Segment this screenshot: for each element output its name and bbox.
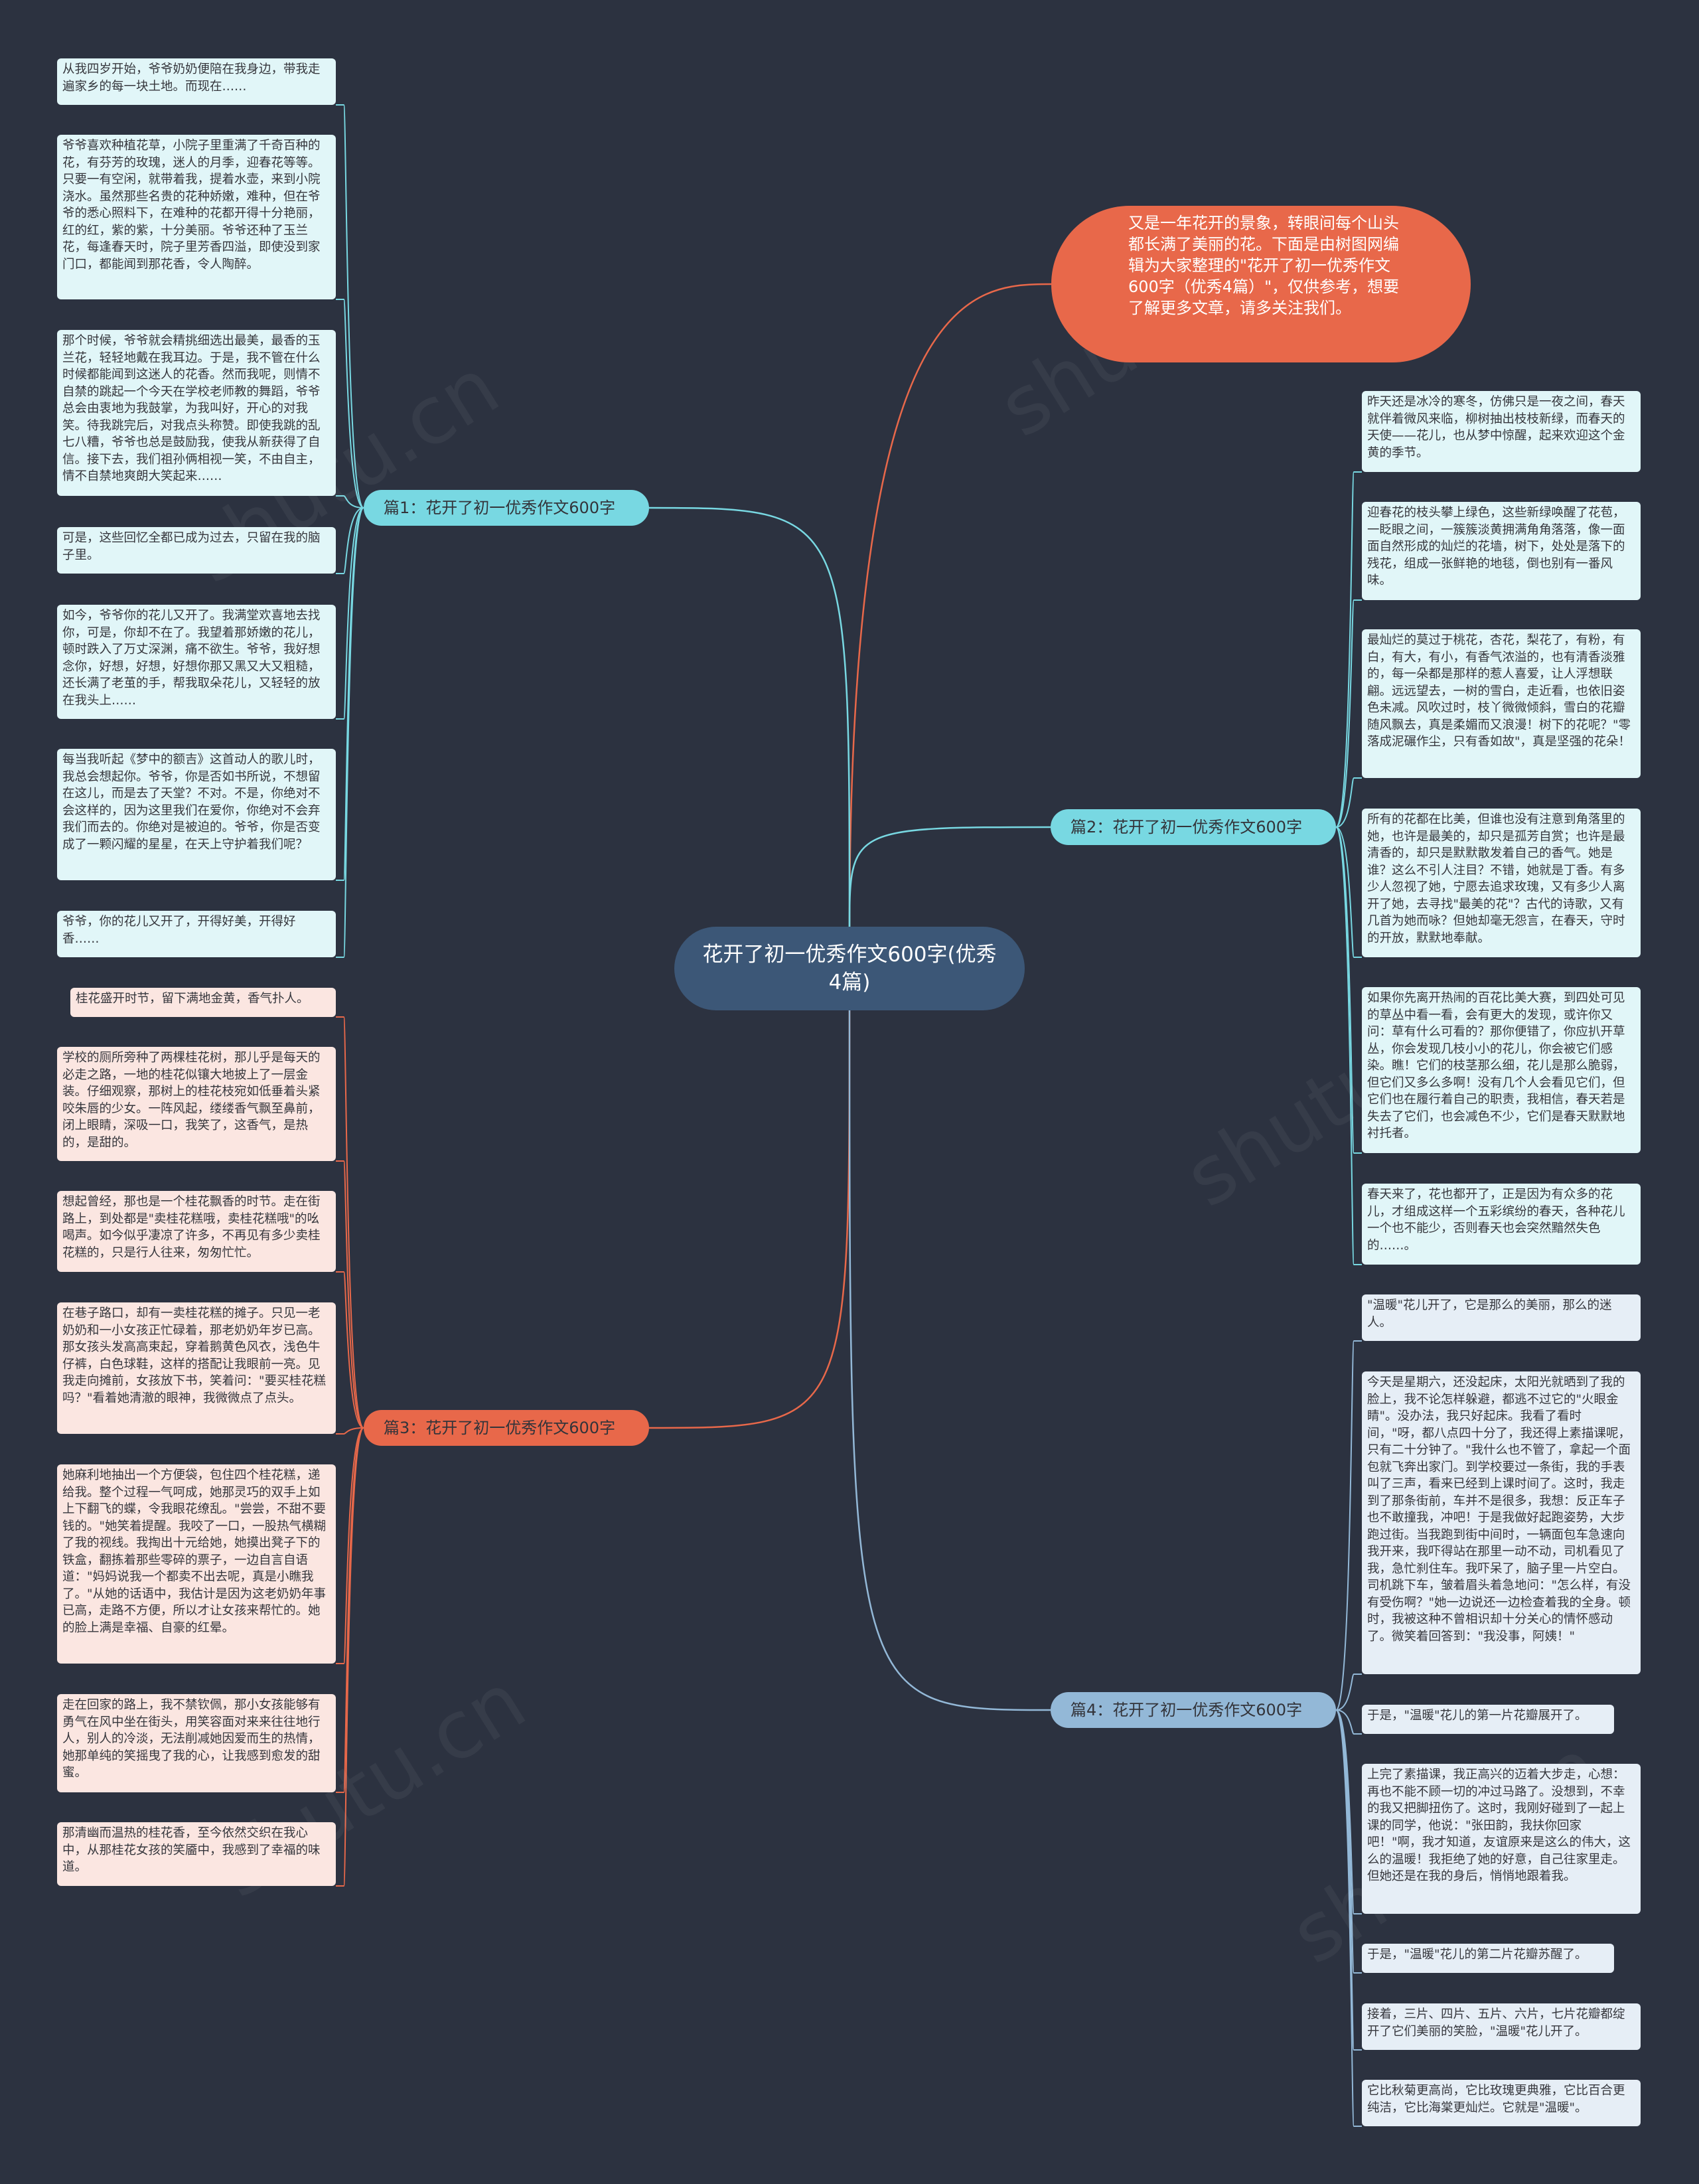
leaf-link bbox=[336, 1427, 364, 1887]
leaf-link bbox=[1335, 1709, 1362, 1914]
leaf-text[interactable]: 每当我听起《梦中的额吉》这首动人的歌儿时，我总会想起你。爷爷，你是否如书所说，不… bbox=[57, 749, 336, 880]
leaf-text[interactable]: 迎春花的枝头攀上绿色，这些新绿唤醒了花苞，一眨眼之间，一簇簇淡黄拥满角角落落，像… bbox=[1362, 502, 1641, 600]
leaf-text[interactable]: 于是，"温暖"花儿的第一片花瓣展开了。 bbox=[1362, 1705, 1614, 1734]
leaf-link bbox=[1335, 1340, 1362, 1711]
leaf-link bbox=[1335, 826, 1362, 1154]
leaf-text[interactable]: 于是，"温暖"花儿的第二片花瓣苏醒了。 bbox=[1362, 1944, 1614, 1973]
leaf-link bbox=[336, 1427, 364, 1435]
leaf-link bbox=[336, 507, 364, 720]
leaf-link bbox=[1335, 826, 1362, 958]
leaf-text[interactable]: 桂花盛开时节，留下满地金黄，香气扑人。 bbox=[70, 988, 336, 1017]
leaf-link bbox=[336, 495, 364, 508]
intro-link bbox=[848, 283, 1052, 931]
leaf-link bbox=[336, 299, 364, 508]
intro-text: 又是一年花开的景象，转眼间每个山头都长满了美丽的花。下面是由树图网编辑为大家整理… bbox=[1128, 214, 1400, 317]
intro-node[interactable]: 又是一年花开的景象，转眼间每个山头都长满了美丽的花。下面是由树图网编辑为大家整理… bbox=[1051, 206, 1471, 362]
leaf-link bbox=[336, 507, 364, 574]
leaf-text[interactable]: 她麻利地抽出一个方便袋，包住四个桂花糕，递给我。整个过程一气呵成，她那灵巧的双手… bbox=[57, 1464, 336, 1664]
leaf-link bbox=[336, 1427, 364, 1793]
leaf-link bbox=[336, 104, 364, 508]
leaf-link bbox=[1335, 1709, 1362, 2127]
leaf-text[interactable]: 可是，这些回忆全都已成为过去，只留在我的脑子里。 bbox=[57, 527, 336, 574]
leaf-text[interactable]: 春天来了，花也都开了，正是因为有众多的花儿，才组成这样一个五彩缤纷的春天，各种花… bbox=[1362, 1184, 1641, 1265]
leaf-link bbox=[1335, 826, 1362, 1265]
branch-link bbox=[648, 1006, 851, 1429]
leaf-text[interactable]: 昨天还是冰冷的寒冬，仿佛只是一夜之间，春天就伴着微风来临，柳树抽出枝枝新绿，而春… bbox=[1362, 391, 1641, 472]
leaf-link bbox=[1335, 1709, 1362, 1735]
leaf-text[interactable]: 在巷子路口，却有一卖桂花糕的摊子。只见一老奶奶和一小女孩正忙碌着，那老奶奶年岁已… bbox=[57, 1302, 336, 1434]
leaf-text[interactable]: 上完了素描课，我正高兴的迈着大步走，心想：再也不能不顾一切的冲过马路了。没想到，… bbox=[1362, 1764, 1641, 1914]
branch-topic-2[interactable]: 篇2：花开了初一优秀作文600字 bbox=[1051, 809, 1336, 845]
leaf-link bbox=[336, 1160, 364, 1429]
leaf-link bbox=[1335, 1709, 1362, 1974]
central-topic-text: 花开了初一优秀作文600字(优秀4篇) bbox=[702, 943, 997, 994]
branch-topic-4[interactable]: 篇4：花开了初一优秀作文600字 bbox=[1051, 1692, 1336, 1728]
leaf-text[interactable]: 它比秋菊更高尚，它比玫瑰更典雅，它比百合更纯洁，它比海棠更灿烂。它就是"温暖"。 bbox=[1362, 2080, 1641, 2126]
leaf-text[interactable]: 最灿烂的莫过于桃花，杏花，梨花了，有粉，有白，有大，有小，有香气浓溢的，也有清香… bbox=[1362, 629, 1641, 778]
leaf-text[interactable]: 如今，爷爷你的花儿又开了。我满堂欢喜地去找你，可是，你却不在了。我望着那娇嫩的花… bbox=[57, 605, 336, 719]
leaf-text[interactable]: 想起曾经，那也是一个桂花飘香的时节。走在街路上，到处都是"卖桂花糕哦，卖桂花糕哦… bbox=[57, 1191, 336, 1272]
leaf-text[interactable]: 接着，三片、四片、五片、六片，七片花瓣都绽开了它们美丽的笑脸，"温暖"花儿开了。 bbox=[1362, 2003, 1641, 2050]
leaf-text[interactable]: 那个时候，爷爷就会精挑细选出最美，最香的玉兰花，轻轻地戴在我耳边。于是，我不管在… bbox=[57, 330, 336, 496]
leaf-link bbox=[1335, 599, 1362, 828]
leaf-link bbox=[336, 1427, 364, 1664]
leaf-link bbox=[1335, 777, 1362, 828]
central-topic[interactable]: 花开了初一优秀作文600字(优秀4篇) bbox=[674, 927, 1025, 1010]
leaf-text[interactable]: "温暖"花儿开了，它是那么的美丽，那么的迷人。 bbox=[1362, 1294, 1641, 1341]
branch-link bbox=[848, 826, 1051, 931]
leaf-text[interactable]: 那清幽而温热的桂花香，至今依然交织在我心中，从那桂花女孩的笑靥中，我感到了幸福的… bbox=[57, 1822, 336, 1886]
leaf-text[interactable]: 如果你先离开热闹的百花比美大赛，到四处可见的草丛中看一看，会有更大的发现，或许你… bbox=[1362, 987, 1641, 1153]
leaf-text[interactable]: 从我四岁开始，爷爷奶奶便陪在我身边，带我走遍家乡的每一块土地。而现在…… bbox=[57, 58, 336, 105]
leaf-link bbox=[336, 507, 364, 958]
leaf-text[interactable]: 爷爷喜欢种植花草，小院子里重满了千奇百种的花，有芬芳的玫瑰，迷人的月季，迎春花等… bbox=[57, 135, 336, 299]
leaf-text[interactable]: 学校的厕所旁种了两棵桂花树，那儿乎是每天的必走之路，一地的桂花似镶大地披上了一层… bbox=[57, 1047, 336, 1161]
leaf-text[interactable]: 今天是星期六，还没起床，太阳光就晒到了我的脸上，我不论怎样躲避，都逃不过它的"火… bbox=[1362, 1371, 1641, 1674]
leaf-link bbox=[1335, 471, 1362, 828]
leaf-link bbox=[1335, 1674, 1362, 1711]
branch-topic-1[interactable]: 篇1：花开了初一优秀作文600字 bbox=[364, 490, 649, 526]
leaf-link bbox=[336, 1016, 364, 1429]
leaf-text[interactable]: 走在回家的路上，我不禁钦佩，那小女孩能够有勇气在风中坐在街头，用笑容面对来来往往… bbox=[57, 1694, 336, 1792]
leaf-text[interactable]: 爷爷，你的花儿又开了，开得好美，开得好香…… bbox=[57, 911, 336, 957]
leaf-text[interactable]: 所有的花都在比美，但谁也没有注意到角落里的她，也许是最美的，却只是孤芳自赏；也许… bbox=[1362, 809, 1641, 957]
branch-link bbox=[648, 507, 851, 931]
branch-topic-3[interactable]: 篇3：花开了初一优秀作文600字 bbox=[364, 1410, 649, 1446]
leaf-link bbox=[336, 1271, 364, 1429]
branch-link bbox=[848, 1006, 1051, 1711]
